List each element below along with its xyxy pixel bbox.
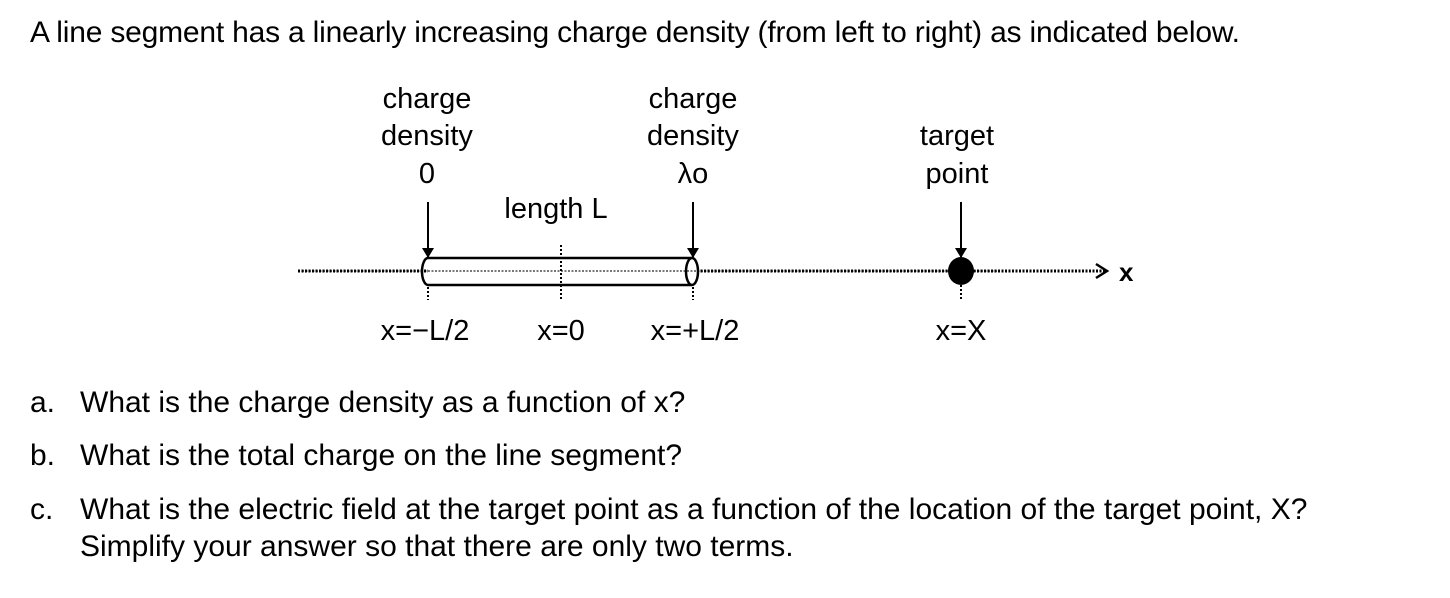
- position-left: x=−L/2: [381, 315, 470, 347]
- question-label: c.: [30, 493, 54, 526]
- question-c: c. What is the electric field at the targ…: [30, 491, 1307, 565]
- question-text-continued: Simplify your answer so that there are o…: [80, 530, 794, 563]
- left-density-label-1: charge: [383, 83, 472, 115]
- position-center: x=0: [537, 315, 585, 347]
- right-density-label-1: charge: [649, 83, 738, 115]
- target-label-2: point: [926, 158, 989, 190]
- question-text: What is the total charge on the line seg…: [80, 439, 683, 472]
- position-right: x=+L/2: [651, 315, 740, 347]
- x-axis-label: x: [1119, 257, 1134, 287]
- target-label-1: target: [920, 120, 994, 152]
- question-label: b.: [30, 439, 56, 472]
- left-density-label-3: 0: [419, 158, 435, 190]
- question-a: a. What is the charge density as a functi…: [30, 384, 685, 421]
- problem-intro: A line segment has a linearly increasing…: [30, 16, 1240, 49]
- left-density-label-2: density: [381, 120, 473, 152]
- x-axis-arrowhead: [1095, 262, 1110, 280]
- question-b: b. What is the total charge on the line s…: [30, 437, 682, 474]
- right-density-label-3: λo: [678, 158, 709, 190]
- question-label: a.: [30, 386, 56, 419]
- target-point-dot: [948, 257, 974, 285]
- position-target: x=X: [936, 315, 987, 347]
- question-text: What is the charge density as a function…: [80, 386, 686, 419]
- question-text: What is the electric field at the target…: [80, 493, 1308, 526]
- length-label: length L: [504, 193, 607, 225]
- right-density-label-2: density: [647, 120, 739, 152]
